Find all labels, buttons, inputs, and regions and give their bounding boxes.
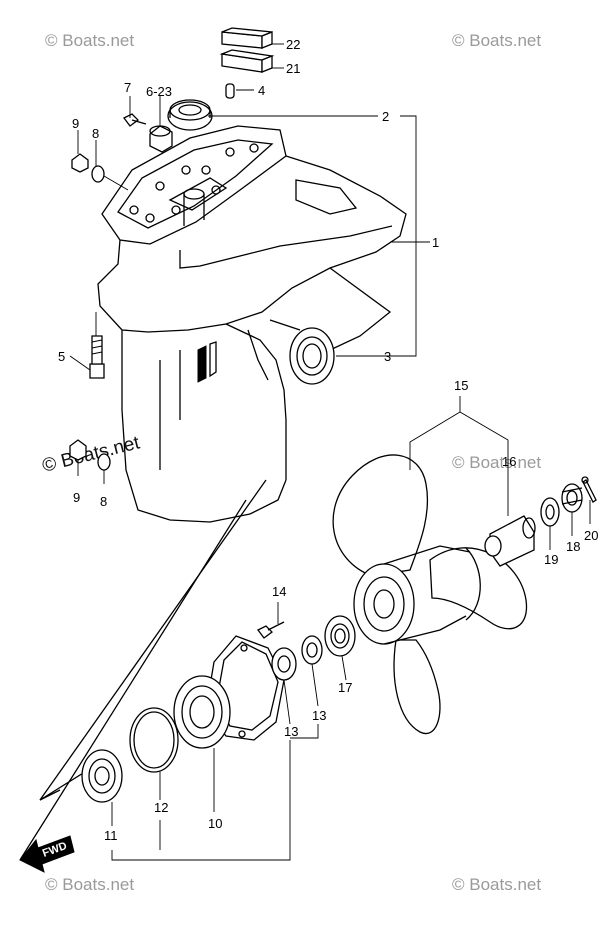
leader-lines bbox=[69, 43, 591, 861]
label-part-8-lower: 8 bbox=[100, 494, 107, 509]
part-15-propeller bbox=[332, 454, 528, 735]
label-part-4: 4 bbox=[258, 83, 265, 98]
part-14-bolt bbox=[257, 621, 285, 639]
label-part-8-upper: 8 bbox=[92, 126, 99, 141]
part-6-bearing bbox=[167, 99, 213, 131]
watermark-text: © Boats.net bbox=[452, 875, 541, 894]
label-part-10: 10 bbox=[208, 816, 222, 831]
part-20-cotter-pin bbox=[581, 476, 597, 503]
part-4-pin bbox=[225, 83, 235, 99]
label-part-12: 12 bbox=[154, 800, 168, 815]
label-part-1: 1 bbox=[432, 235, 439, 250]
part-19-washer bbox=[540, 497, 560, 527]
label-part-14: 14 bbox=[272, 584, 286, 599]
label-part-15: 15 bbox=[454, 378, 468, 393]
label-part-5: 5 bbox=[58, 349, 65, 364]
part-10-shaft-housing bbox=[173, 635, 285, 749]
part-21-anode bbox=[219, 49, 275, 73]
watermark-text: © Boats.net bbox=[45, 875, 134, 894]
label-part-7: 7 bbox=[124, 80, 131, 95]
label-part-22: 22 bbox=[286, 37, 300, 52]
watermark-text: © Boats.net bbox=[45, 31, 134, 50]
label-part-21: 21 bbox=[286, 61, 300, 76]
label-part-16: 16 bbox=[502, 454, 516, 469]
label-part-11: 11 bbox=[104, 828, 118, 843]
part-17-seal bbox=[324, 615, 356, 657]
part-13-bearing-a bbox=[271, 647, 297, 681]
part-18-nut bbox=[561, 483, 583, 513]
part-9-plug-lower bbox=[69, 439, 87, 461]
part-7-bolt bbox=[123, 113, 147, 127]
label-part-9-lower: 9 bbox=[73, 490, 80, 505]
label-part-19: 19 bbox=[544, 552, 558, 567]
label-part-2: 2 bbox=[382, 109, 389, 124]
label-part-9-upper: 9 bbox=[72, 116, 79, 131]
part-5-bolt bbox=[89, 335, 105, 379]
part-12-o-ring bbox=[129, 707, 179, 773]
part-16-spacer bbox=[484, 515, 536, 567]
label-part-3: 3 bbox=[384, 349, 391, 364]
watermark-text: © Boats.net bbox=[452, 31, 541, 50]
part-6-bushing bbox=[149, 125, 173, 153]
fwd-arrow: FWD bbox=[19, 835, 75, 873]
part-8-washer-upper bbox=[91, 165, 105, 183]
label-part-13-b: 13 bbox=[312, 708, 326, 723]
part-13-bearing-b bbox=[301, 635, 323, 665]
label-part-18: 18 bbox=[566, 539, 580, 554]
part-11-bearing bbox=[81, 749, 123, 803]
part-labels: 22 21 7 6-23 4 2 9 8 1 5 3 15 16 9 8 19 … bbox=[58, 37, 598, 843]
part-3-oil-seal bbox=[289, 327, 335, 385]
label-part-13-a: 13 bbox=[284, 724, 298, 739]
part-22-shim bbox=[221, 27, 273, 49]
part-9-plug-upper bbox=[71, 153, 89, 173]
label-part-20: 20 bbox=[584, 528, 598, 543]
label-part-17: 17 bbox=[338, 680, 352, 695]
watermark-text-large: © Boats.net bbox=[40, 432, 142, 477]
part-8-washer-lower bbox=[97, 453, 111, 471]
label-part-6-23: 6-23 bbox=[146, 84, 172, 99]
part-1-gear-case bbox=[19, 125, 407, 861]
watermark-text: © Boats.net bbox=[452, 453, 541, 472]
